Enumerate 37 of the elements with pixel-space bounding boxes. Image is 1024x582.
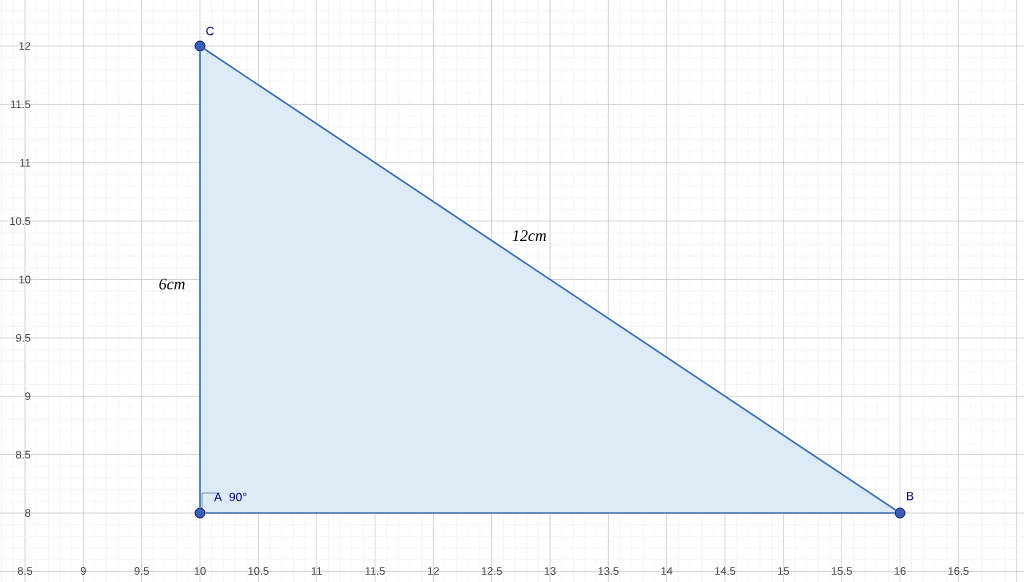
tick-label: 9.5 — [134, 567, 149, 575]
tick-label: 14.5 — [715, 567, 736, 575]
tick-label: 16.5 — [948, 567, 969, 575]
point — [194, 507, 206, 519]
tick-label: 8.5 — [17, 567, 33, 575]
tick-label: 15.5 — [831, 567, 852, 575]
triangle-side — [204, 512, 896, 514]
tick-label: 12 — [428, 567, 439, 575]
tick-label: 10.5 — [10, 217, 31, 225]
tick-label: 9.5 — [16, 334, 31, 342]
tick-label: 9 — [80, 567, 86, 575]
tick-label: 8.5 — [16, 450, 31, 459]
tick-label: 14 — [661, 567, 673, 575]
tick-label: 13.5 — [598, 567, 619, 575]
tick-label: 10 — [19, 275, 31, 284]
edge-label: 6cm — [159, 278, 185, 290]
point — [894, 507, 906, 519]
point-label: C — [206, 26, 214, 36]
tick-label: 9 — [25, 392, 31, 401]
tick-label: 11.5 — [11, 100, 31, 109]
point-label: A — [214, 492, 222, 502]
tick-label: 13 — [544, 567, 556, 575]
tick-label: 16 — [894, 567, 906, 575]
tick-label: 15 — [778, 567, 789, 575]
point — [194, 40, 206, 52]
point-label: B — [907, 491, 914, 501]
tick-label: 12 — [19, 42, 31, 50]
point-label: 90° — [229, 492, 247, 502]
tick-label: 11 — [20, 159, 31, 167]
triangle-side — [199, 50, 201, 509]
tick-label: 10.5 — [248, 567, 269, 575]
edge-label: 12cm — [512, 230, 546, 242]
tick-label: 10 — [194, 567, 206, 575]
tick-label: 11.5 — [365, 567, 385, 575]
tick-label: 8 — [25, 509, 31, 517]
tick-label: 12.5 — [481, 567, 502, 575]
tick-label: 11 — [311, 567, 322, 575]
